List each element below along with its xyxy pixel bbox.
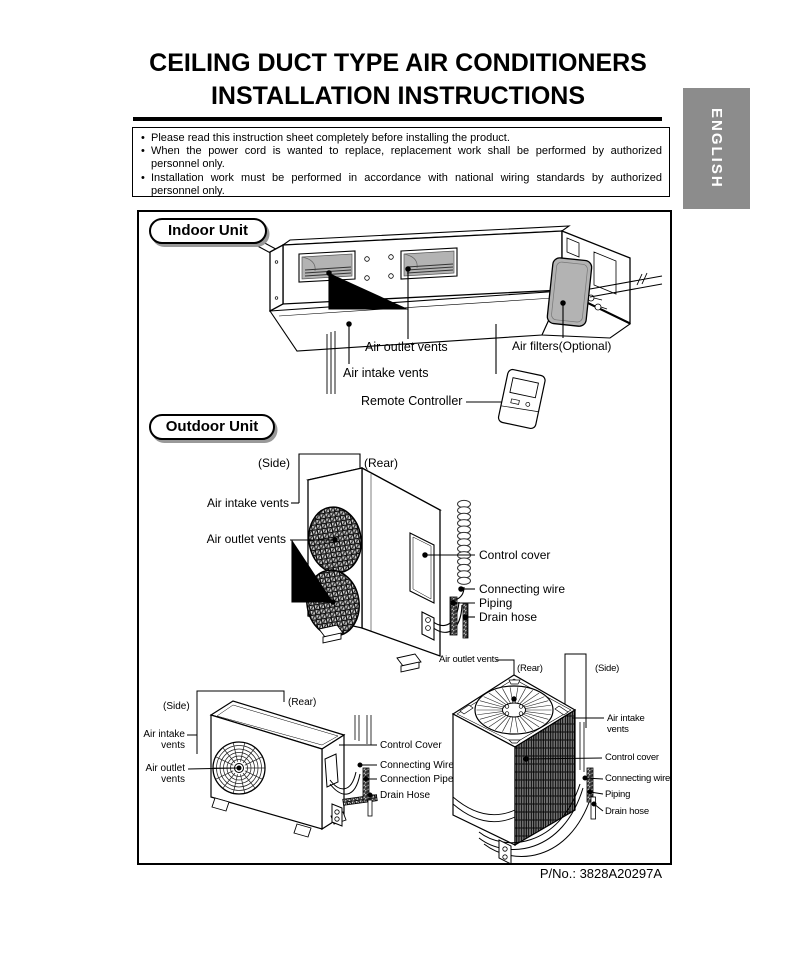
screws bbox=[364, 254, 394, 281]
page-title-line1: CEILING DUCT TYPE AIR CONDITIONERS bbox=[149, 49, 647, 77]
indoor-vent bbox=[400, 247, 458, 280]
notice-box: • Please read this instruction sheet com… bbox=[132, 127, 670, 197]
page-title-line2: INSTALLATION INSTRUCTIONS bbox=[210, 82, 586, 110]
leader-lines bbox=[290, 502, 475, 620]
label-air-filters: Air filters(Optional) bbox=[512, 339, 612, 353]
indoor-vent bbox=[298, 250, 356, 283]
label-air-intake-vents: Air intake vents bbox=[206, 496, 289, 510]
notice-text: When the power cord is wanted to replace… bbox=[151, 145, 662, 171]
outdoor-unit2-drawing bbox=[187, 690, 378, 838]
label-drain-hose: Drain hose bbox=[479, 610, 538, 624]
label-side: (Side) bbox=[163, 701, 190, 712]
label-connecting-wire: Connecting wire bbox=[479, 582, 566, 596]
label-connection-pipe: Connection Pipe bbox=[380, 774, 454, 785]
outdoor-unit1-drawing bbox=[290, 453, 475, 673]
language-tab-english: ENGLISH bbox=[683, 88, 750, 209]
connecting-wire-coil bbox=[457, 499, 471, 585]
label-connecting-wire: Connecting Wire bbox=[380, 760, 454, 771]
label-air-outlet-vents: Air outlet vents bbox=[145, 763, 185, 785]
page-title: CEILING DUCT TYPE AIR CONDITIONERS INSTA… bbox=[60, 47, 736, 113]
indoor-unit-drawing bbox=[238, 225, 663, 430]
label-air-outlet-vents: Air outlet vents bbox=[365, 340, 448, 354]
diagram-panel: Indoor Unit Outdoor Unit Air outlet vent… bbox=[137, 210, 672, 865]
diagram-artwork bbox=[187, 225, 663, 863]
leader-lines bbox=[187, 734, 377, 798]
label-control-cover: Control cover bbox=[479, 548, 551, 562]
label-rear: (Rear) bbox=[288, 697, 317, 708]
notice-item: • Installation work must be performed in… bbox=[140, 172, 662, 198]
label-drain-hose: Drain Hose bbox=[380, 790, 431, 801]
label-drain-hose: Drain hose bbox=[605, 806, 649, 817]
label-air-outlet-vents: Air outlet vents bbox=[439, 654, 499, 665]
outdoor-unit3-drawing bbox=[451, 653, 604, 863]
bullet-icon: • bbox=[141, 145, 145, 158]
language-tab-label: ENGLISH bbox=[708, 108, 725, 189]
leader-lines bbox=[511, 696, 604, 812]
label-side: (Side) bbox=[595, 663, 620, 674]
label-rear: (Rear) bbox=[517, 663, 543, 674]
notice-text: Installation work must be performed in a… bbox=[151, 171, 662, 197]
label-remote-controller: Remote Controller bbox=[361, 394, 463, 408]
air-filter-panel bbox=[546, 257, 593, 327]
label-piping: Piping bbox=[479, 596, 513, 610]
notice-item: • Please read this instruction sheet com… bbox=[140, 132, 662, 145]
label-air-intake-vents: Air intake vents bbox=[143, 729, 185, 751]
section-title-outdoor-unit: Outdoor Unit bbox=[149, 414, 275, 440]
label-rear: (Rear) bbox=[364, 456, 399, 470]
notice-text: Please read this instruction sheet compl… bbox=[151, 132, 510, 144]
bullet-icon: • bbox=[141, 132, 145, 144]
label-side: (Side) bbox=[258, 456, 291, 470]
label-control-cover: Control cover bbox=[605, 752, 659, 763]
label-air-intake-vents: Air intake vents bbox=[343, 366, 429, 380]
notice-item: • When the power cord is wanted to repla… bbox=[140, 145, 662, 171]
label-connecting-wire: Connecting wire bbox=[605, 773, 671, 784]
bullet-icon: • bbox=[141, 171, 145, 184]
label-air-intake-vents: Air intake vents bbox=[607, 713, 645, 735]
label-control-cover: Control Cover bbox=[380, 740, 442, 751]
label-air-outlet-vents: Air outlet vents bbox=[206, 532, 286, 546]
remote-controller-drawing bbox=[497, 368, 546, 430]
part-number: P/No.: 3828A20297A bbox=[539, 866, 662, 881]
title-underline bbox=[133, 117, 662, 121]
label-piping: Piping bbox=[605, 789, 631, 800]
section-title-indoor-unit: Indoor Unit bbox=[149, 218, 267, 244]
